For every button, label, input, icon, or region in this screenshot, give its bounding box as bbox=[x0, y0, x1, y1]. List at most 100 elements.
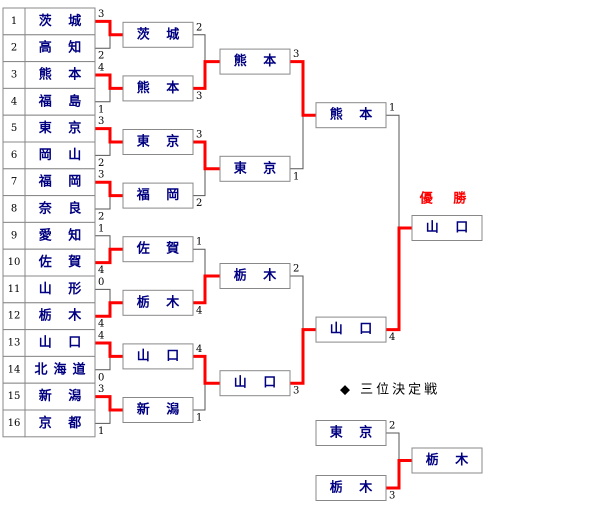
team-cell bbox=[24, 195, 96, 223]
seed-number: 11 bbox=[8, 284, 21, 295]
team-name: 京 都 bbox=[39, 415, 88, 431]
r1-winner-5 bbox=[122, 236, 194, 263]
third-place-team-top bbox=[315, 420, 387, 446]
seed-number: 14 bbox=[8, 364, 21, 375]
bracket-lines bbox=[95, 19, 412, 490]
r1-match-7-score-top: 4 bbox=[98, 331, 104, 342]
champion-title: 優 勝 bbox=[419, 191, 475, 207]
seed-number: 13 bbox=[8, 338, 21, 349]
team-name: 山 形 bbox=[39, 281, 88, 297]
seed-number: 2 bbox=[11, 43, 17, 54]
r2-match-4-loser-line bbox=[193, 383, 206, 411]
r1-match-3-winner-line bbox=[95, 127, 123, 144]
r2-match-1-score-bottom: 3 bbox=[196, 91, 202, 102]
team-name: 茨 城 bbox=[39, 13, 88, 29]
r1-winner-3 bbox=[122, 129, 194, 155]
r1-match-7-loser-line bbox=[95, 356, 111, 371]
r1-match-6-winner-line bbox=[95, 301, 123, 318]
r1-match-6-score-bottom: 4 bbox=[98, 319, 104, 330]
seed-number: 9 bbox=[11, 230, 17, 241]
r1-winner-1-label: 茨 城 bbox=[137, 26, 186, 42]
r1-match-1-loser-line bbox=[95, 34, 111, 49]
r1-match-2-score-top: 4 bbox=[98, 63, 104, 74]
r1-match-8-winner-line bbox=[95, 395, 123, 412]
third-place-team-bottom bbox=[315, 475, 387, 501]
r3-match-2-score-bottom: 3 bbox=[293, 386, 299, 397]
r1-winner-5-label: 佐 賀 bbox=[136, 241, 186, 257]
r1-match-4-score-top: 3 bbox=[98, 170, 104, 181]
team-cell bbox=[24, 409, 96, 438]
team-cell bbox=[24, 168, 96, 197]
r1-winner-8-label: 新 潟 bbox=[137, 402, 186, 418]
r2-match-1-score-top: 2 bbox=[196, 22, 202, 33]
r1-match-2-loser-line bbox=[95, 88, 111, 103]
team-cell bbox=[24, 61, 96, 89]
r1-match-6-loser-line bbox=[95, 288, 111, 303]
r1-match-7-score-bottom: 0 bbox=[98, 372, 104, 383]
r2-winner-1 bbox=[219, 48, 291, 75]
team-name: 福 岡 bbox=[38, 174, 88, 190]
r3-winner-2-label: 山 口 bbox=[330, 321, 379, 337]
team-cell bbox=[24, 275, 96, 304]
r2-match-3-score-bottom: 4 bbox=[196, 305, 202, 316]
team-name: 栃 木 bbox=[39, 308, 88, 324]
team-cell bbox=[24, 302, 96, 331]
team-name: 東 京 bbox=[39, 120, 88, 136]
seed-number: 6 bbox=[11, 150, 17, 161]
r1-match-5-loser-line bbox=[95, 235, 111, 250]
champion-box bbox=[411, 215, 483, 241]
r3-match-1-score-bottom: 1 bbox=[293, 171, 299, 182]
r2-match-4-winner-line bbox=[193, 354, 220, 385]
r1-match-5-score-top: 1 bbox=[98, 223, 104, 234]
r2-winner-4-label: 山 口 bbox=[234, 375, 283, 391]
r1-winner-2 bbox=[122, 75, 194, 102]
r1-winner-8 bbox=[122, 397, 194, 423]
team-name: 北海道 bbox=[34, 361, 91, 377]
r2-match-1-loser-line bbox=[193, 34, 206, 62]
team-cell bbox=[24, 7, 96, 36]
r3-winner-1 bbox=[315, 102, 387, 129]
r1-winner-3-label: 東 京 bbox=[137, 134, 186, 150]
r1-winner-7-label: 山 口 bbox=[137, 348, 186, 364]
r2-match-3-winner-line bbox=[193, 274, 220, 305]
final-match-winner-line bbox=[386, 226, 412, 332]
team-name: 愛 知 bbox=[39, 227, 88, 243]
third-place-title: ◆ 三位決定戦 bbox=[340, 383, 440, 398]
r2-match-3-loser-line bbox=[193, 248, 206, 276]
r1-match-2-winner-line bbox=[95, 73, 123, 90]
team-cell bbox=[24, 141, 96, 170]
r3-match-2-score-top: 2 bbox=[293, 264, 299, 275]
r1-match-1-score-bottom: 2 bbox=[98, 51, 104, 62]
team-name: 奈 良 bbox=[38, 201, 88, 217]
r2-winner-3-label: 栃 木 bbox=[234, 268, 283, 284]
team-cell bbox=[24, 329, 96, 357]
r2-match-1-winner-line bbox=[193, 60, 220, 90]
r1-winner-4-label: 福 岡 bbox=[136, 187, 186, 203]
r1-match-2-score-bottom: 1 bbox=[98, 104, 104, 115]
r2-match-2-score-top: 3 bbox=[196, 130, 202, 141]
bracket-boxes bbox=[2, 7, 483, 501]
r2-match-4-score-bottom: 1 bbox=[196, 413, 202, 424]
r2-match-2-winner-line bbox=[193, 140, 220, 171]
team-name: 山 口 bbox=[39, 335, 88, 351]
r1-match-8-loser-line bbox=[95, 410, 111, 424]
r1-match-6-score-top: 0 bbox=[98, 277, 104, 288]
seed-number: 12 bbox=[8, 311, 21, 322]
r1-winner-4 bbox=[122, 182, 194, 209]
team-name: 佐 賀 bbox=[38, 254, 88, 270]
seed-number: 8 bbox=[11, 204, 17, 215]
r2-match-3-score-top: 1 bbox=[196, 237, 202, 248]
third-place-winner-label: 栃 木 bbox=[426, 452, 475, 468]
r2-match-2-loser-line bbox=[193, 168, 206, 197]
r2-match-2-score-bottom: 2 bbox=[196, 198, 202, 209]
team-cell bbox=[24, 248, 96, 277]
r1-match-4-winner-line bbox=[95, 180, 123, 198]
r1-match-8-score-bottom: 1 bbox=[98, 426, 104, 437]
r1-winner-1 bbox=[122, 21, 194, 48]
r1-match-1-score-top: 3 bbox=[98, 9, 104, 20]
r1-match-7-winner-line bbox=[95, 341, 123, 358]
r1-match-3-score-bottom: 2 bbox=[98, 158, 104, 169]
r3-match-2-winner-line bbox=[290, 328, 316, 385]
